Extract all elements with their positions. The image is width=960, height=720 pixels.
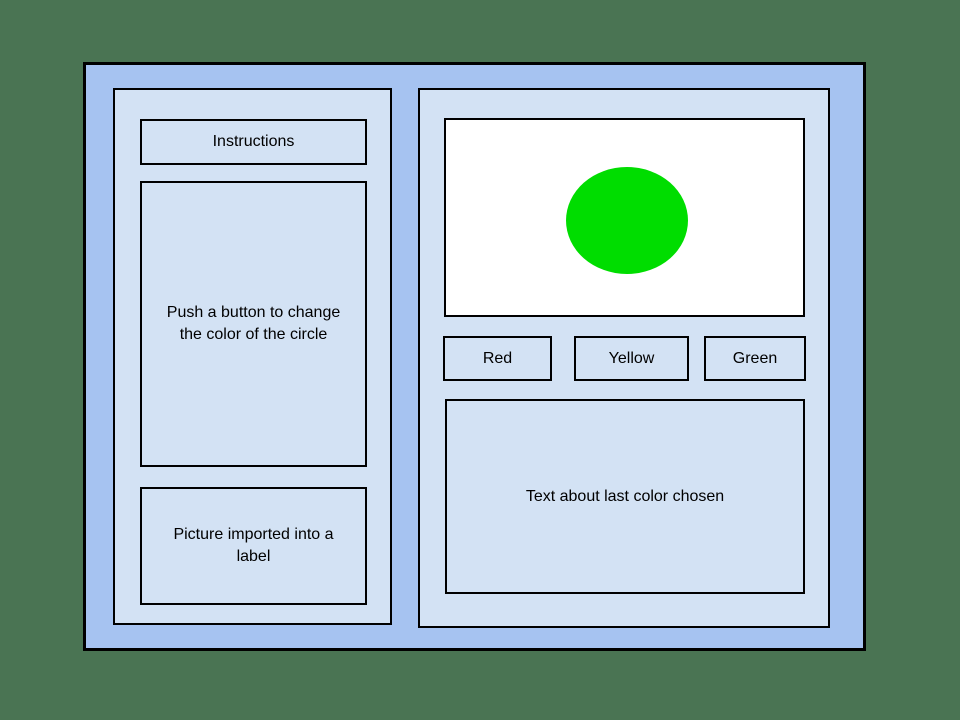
picture-text: Picture imported into a label [173, 526, 334, 565]
instructions-label: Instructions [140, 119, 367, 165]
right-panel: Red Yellow Green Text about last color c… [418, 88, 830, 628]
drawing-canvas [444, 118, 805, 317]
circle-shape [566, 167, 688, 274]
status-text: Text about last color chosen [525, 487, 725, 505]
yellow-button[interactable]: Yellow [574, 336, 689, 381]
app-window: Instructions Push a button to change the… [83, 62, 866, 651]
instructions-text: Instructions [212, 133, 295, 151]
green-button[interactable]: Green [704, 336, 806, 381]
picture-label: Picture imported into a label [140, 487, 367, 605]
left-panel: Instructions Push a button to change the… [113, 88, 392, 625]
red-button[interactable]: Red [443, 336, 552, 381]
description-label: Push a button to change the color of the… [140, 181, 367, 467]
description-text: Push a button to change the color of the… [166, 304, 341, 343]
status-label: Text about last color chosen [445, 399, 805, 594]
